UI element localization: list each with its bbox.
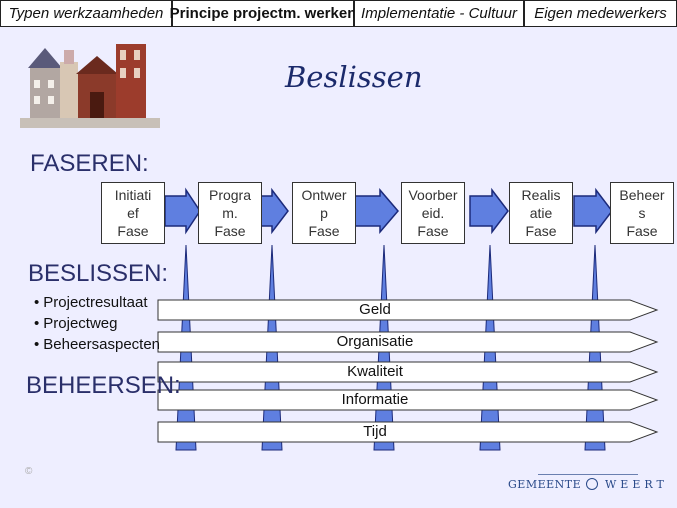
phase-voorbereiding: Voorber eid. Fase: [401, 182, 465, 244]
phase-programma: Progra m. Fase: [198, 182, 262, 244]
logo-right-text: WEERT: [605, 478, 668, 491]
bullet-list: Projectresultaat Projectweg Beheersaspec…: [34, 292, 160, 355]
phase-ontwerp: Ontwer p Fase: [292, 182, 356, 244]
aspect-band-kwaliteit: [157, 361, 659, 383]
tab-implementatie-cultuur[interactable]: Implementatie - Cultuur: [354, 0, 524, 27]
phase-label: Progra m. Fase: [208, 186, 252, 240]
tab-bar: Typen werkzaamheden Principe projectm. w…: [0, 0, 677, 29]
aspect-label-kwaliteit: Kwaliteit: [347, 363, 403, 380]
aspect-label-organisatie: Organisatie: [336, 333, 414, 350]
aspect-label-informatie: Informatie: [341, 391, 409, 408]
weert-town-photo: [20, 40, 160, 128]
logo-rule: [538, 474, 638, 475]
tab-principe-projectmatig-werken[interactable]: Principe projectm. werken: [170, 0, 356, 27]
phase-arrow-3: [353, 187, 399, 235]
phase-initiatief: Initiati ef Fase: [101, 182, 165, 244]
aspect-label-geld: Geld: [359, 301, 391, 318]
crest-icon: [586, 478, 598, 490]
phase-label: Realis atie Fase: [521, 186, 561, 240]
logo-left-text: GEMEENTE: [508, 478, 582, 491]
bullet-item: Projectweg: [34, 313, 160, 334]
slide-title: Beslissen: [285, 60, 423, 94]
beslissen-heading: BESLISSEN:: [28, 260, 169, 287]
beheersen-heading: BEHEERSEN:: [26, 372, 181, 399]
bullet-item: Beheersaspecten: [34, 334, 160, 355]
phase-realisatie: Realis atie Fase: [509, 182, 573, 244]
aspect-band-tijd: [157, 421, 659, 443]
phase-label: Beheer s Fase: [619, 186, 665, 240]
phase-label: Initiati ef Fase: [114, 186, 152, 240]
phase-arrow-5: [573, 187, 613, 235]
tab-eigen-medewerkers[interactable]: Eigen medewerkers: [524, 0, 677, 27]
phase-arrow-1: [164, 187, 201, 235]
gemeente-weert-logo: GEMEENTE WEERT: [508, 472, 664, 494]
phase-arrow-4: [469, 187, 509, 235]
copyright-mark: ©: [25, 466, 33, 477]
phase-label: Ontwer p Fase: [301, 186, 347, 240]
faseren-heading: FASEREN:: [30, 150, 149, 177]
phase-beheer: Beheer s Fase: [610, 182, 674, 244]
phase-label: Voorber eid. Fase: [408, 186, 458, 240]
tab-typen-werkzaamheden[interactable]: Typen werkzaamheden: [0, 0, 172, 27]
aspect-label-tijd: Tijd: [363, 423, 387, 440]
bullet-item: Projectresultaat: [34, 292, 160, 313]
aspect-band-informatie: [157, 389, 659, 411]
